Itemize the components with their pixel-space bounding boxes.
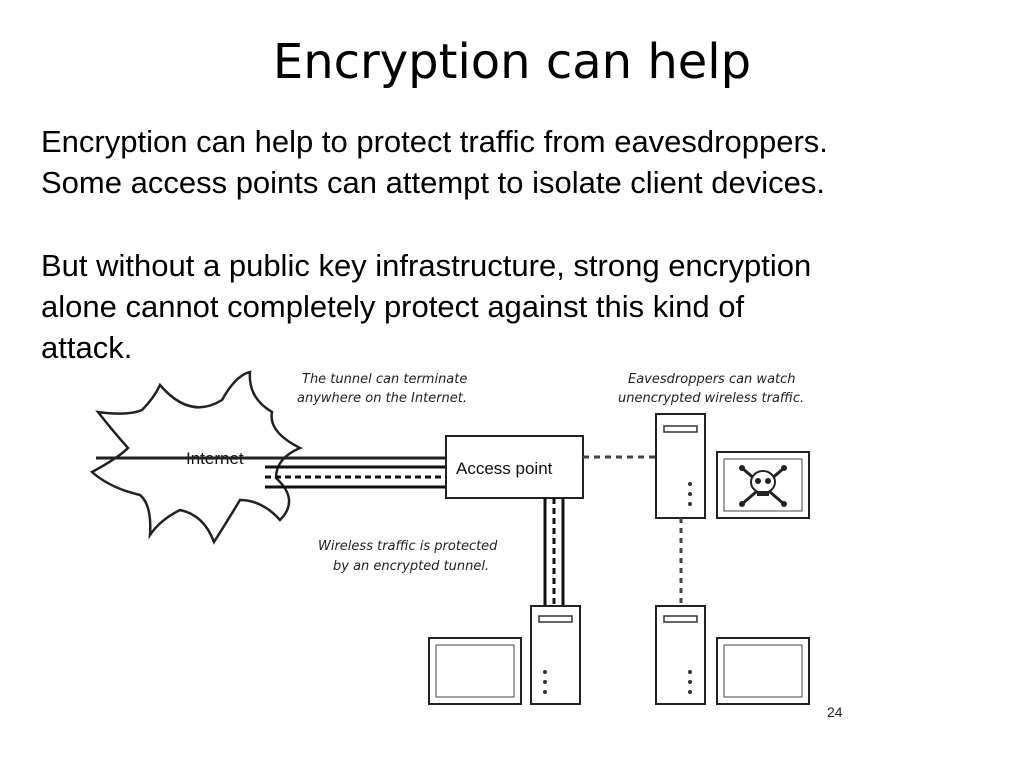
paragraph-1-line-2: Some access points can attempt to isolat… — [41, 165, 826, 200]
skull-crossbones-icon — [739, 465, 787, 507]
slide-number: 24 — [827, 704, 843, 720]
annotation-wireless-protected-line-2: by an encrypted tunnel. — [333, 559, 489, 574]
paragraph-2-line-3: attack. — [41, 330, 133, 365]
paragraph-2-line-2: alone cannot completely protect against … — [41, 289, 745, 324]
annotation-tunnel-terminate-line-2: anywhere on the Internet. — [297, 391, 467, 406]
annotation-eavesdroppers-line-2: unencrypted wireless traffic. — [618, 391, 804, 406]
access-point — [445, 435, 584, 499]
paragraph-1: Encryption can help to protect traffic f… — [41, 121, 828, 203]
paragraph-1-line-1: Encryption can help to protect traffic f… — [41, 124, 828, 159]
paragraph-2: But without a public key infrastructure,… — [41, 245, 811, 368]
access-point-label: Access point — [456, 459, 553, 478]
paragraph-2-line-1: But without a public key infrastructure,… — [41, 248, 812, 283]
annotation-eavesdroppers-line-1: Eavesdroppers can watch — [628, 372, 796, 387]
slide-title: Encryption can help — [272, 34, 752, 90]
annotation-wireless-protected-line-1: Wireless traffic is protected — [318, 539, 498, 554]
annotation-tunnel-terminate-line-1: The tunnel can terminate — [302, 372, 467, 387]
